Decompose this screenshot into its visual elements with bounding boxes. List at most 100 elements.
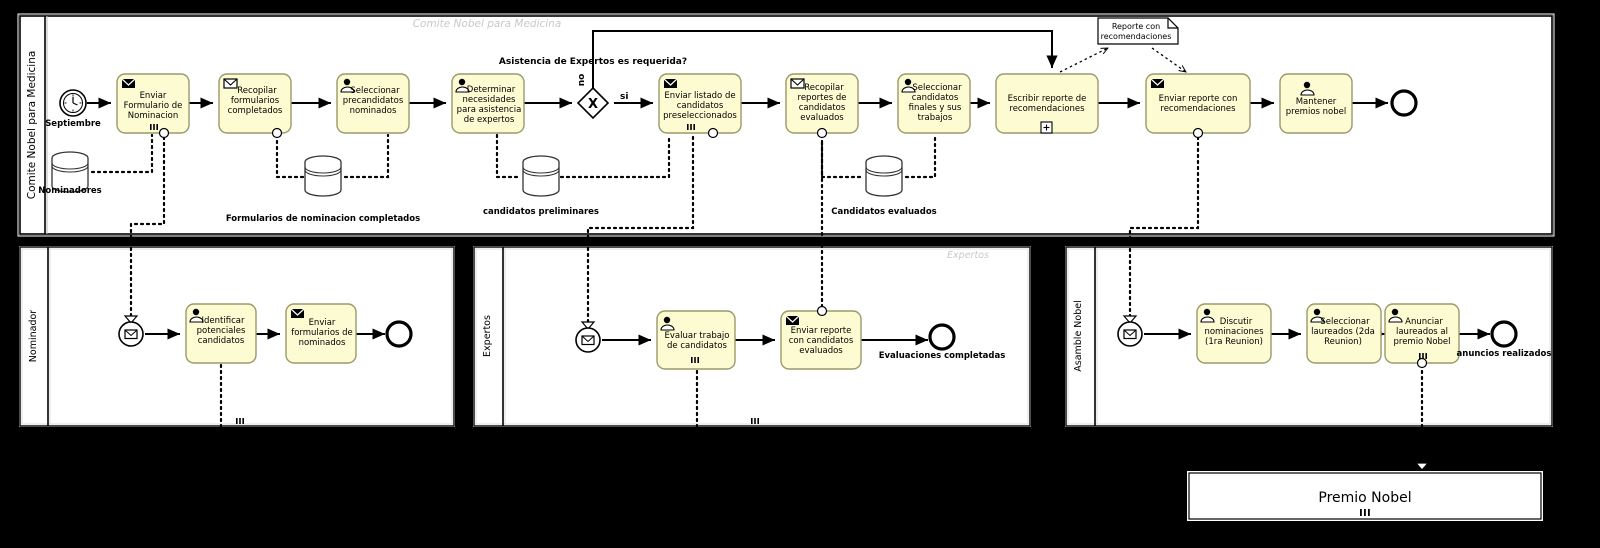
svg-text:nominados: nominados [299,338,346,348]
user-task-icon [1200,308,1215,323]
task-discutir-nominaciones-1ra-reunion[interactable]: Discutir nominaciones (1ra Reunion) [1196,303,1272,364]
message-start-event-asamble[interactable] [1117,321,1143,347]
message-start-event-nominador[interactable] [118,321,144,347]
message-boundary-event[interactable] [816,305,828,317]
message-flow-anunciar-to-premio [1414,430,1430,471]
receive-message-icon [223,78,238,89]
task-seleccionar-precandidatos-nominados[interactable]: Seleccionar precandidatos nominados [336,73,410,134]
pool-label-nominador: Nominador [28,310,39,362]
svg-text:finales y sus: finales y sus [909,103,962,113]
datastore-label-nominadores: Nominadores [38,186,101,196]
svg-text:completados: completados [228,106,283,116]
message-boundary-event[interactable] [158,127,170,139]
task-escribir-reporte-de-recomendaciones[interactable]: Escribir reporte de recomendaciones [995,73,1099,134]
start-event-label-septiembre: Septiembre [45,119,101,129]
parallel-multi-instance-icon [687,124,695,130]
task-seleccionar-candidatos-finales-y-sus-trabajos[interactable]: Seleccionar candidatos finales y sus tra… [897,73,971,134]
datastore-candidatos-preliminares: candidatos preliminares [483,155,599,217]
gateway-branch-label-si: si [620,92,628,102]
task-mantener-premios-nobel[interactable]: Mantener premios nobel [1279,73,1353,134]
task-anunciar-laureados-al-premio-nobel[interactable]: Anunciar laureados al premio Nobel [1384,303,1460,369]
svg-text:premio Nobel: premio Nobel [1393,337,1450,347]
svg-text:Seleccionar: Seleccionar [350,86,400,96]
message-boundary-event[interactable] [1416,357,1428,369]
gateway-symbol-x: X [588,97,598,112]
end-event-asamble[interactable]: anuncios realizados [1457,320,1552,359]
svg-text:formularios: formularios [231,96,280,106]
task-enviar-formulario-de-nominacion[interactable]: Enviar Formulario de Nominacion [116,73,190,139]
subprocess-plus-icon [1040,121,1053,134]
gateway-asistencia-expertos[interactable]: X Asistencia de Expertos es requerida? n… [499,57,687,120]
svg-text:recomendaciones: recomendaciones [1160,104,1236,114]
svg-text:necesidades: necesidades [463,95,517,105]
gateway-branch-label-no: no [577,74,587,87]
svg-text:nominaciones: nominaciones [1204,327,1264,337]
pool-header-title-comite: Comite Nobel para Medicina [413,18,562,30]
message-boundary-event[interactable] [816,127,828,139]
end-event-nominador[interactable] [385,320,413,348]
user-task-icon [901,78,916,93]
svg-text:Recopilar: Recopilar [237,86,277,96]
task-recopilar-formularios-completados[interactable]: Recopilar formularios completados [218,73,292,139]
svg-text:Seleccionar: Seleccionar [1320,317,1370,327]
send-message-icon [290,308,305,318]
end-event-comite[interactable] [1390,89,1418,117]
note-line-2: recomendaciones [1101,32,1172,41]
svg-text:Identificar: Identificar [202,316,245,326]
svg-text:premios nobel: premios nobel [1286,107,1346,117]
end-event-expertos[interactable]: Evaluaciones completadas [879,323,1006,361]
message-flow-arrowheads [123,315,1138,330]
gateway-label: Asistencia de Expertos es requerida? [499,57,687,67]
task-enviar-reporte-con-candidatos-evaluados[interactable]: Enviar reporte con candidatos evaluados [780,305,862,370]
message-boundary-event[interactable] [707,127,719,139]
datastore-label-candidatos-evaluados: Candidatos evaluados [831,207,937,217]
message-boundary-event[interactable] [1192,127,1204,139]
data-object-reporte-con-recomendaciones: Reporte con recomendaciones [1059,17,1186,72]
svg-text:Seleccionar: Seleccionar [912,83,962,93]
pool-label-asamble-nobel: Asamble Nobel [1073,300,1084,372]
task-seleccionar-laureados-2da-reunion[interactable]: Seleccionar laureados (2da Reunion) [1306,303,1382,364]
user-task-icon [340,78,355,93]
message-boundary-event[interactable] [271,127,283,139]
svg-text:evaluados: evaluados [800,113,844,123]
message-start-event-expertos[interactable] [575,327,601,353]
pool-premio-nobel: Premio Nobel [1185,430,1545,523]
user-task-icon [1388,308,1403,323]
datastore-candidatos-evaluados: Candidatos evaluados [831,155,937,217]
user-task-icon [1310,308,1325,323]
svg-text:Nominacion: Nominacion [128,111,178,121]
pool-label-comite-nobel: Comite Nobel para Medicina [26,51,38,200]
svg-text:Evaluar trabajo: Evaluar trabajo [665,331,730,341]
svg-text:para asistencia: para asistencia [457,105,522,115]
svg-text:candidatos: candidatos [912,93,959,103]
task-evaluar-trabajo-de-candidatos[interactable]: Evaluar trabajo de candidatos [656,310,736,370]
svg-text:reportes de: reportes de [798,93,847,103]
svg-text:nominados: nominados [350,106,397,116]
task-recopilar-reportes-de-candidatos-evaluados[interactable]: Recopilar reportes de candidatos evaluad… [785,73,859,139]
receive-message-icon [790,78,805,89]
svg-text:Enviar: Enviar [309,318,336,328]
note-line-1: Reporte con [1112,22,1160,31]
svg-text:Reunion): Reunion) [1324,337,1362,347]
svg-text:precandidatos: precandidatos [343,96,404,106]
timer-start-event-septiembre[interactable]: Septiembre [45,89,101,129]
svg-text:Enviar reporte con: Enviar reporte con [1159,94,1238,104]
svg-text:(1ra Reunion): (1ra Reunion) [1205,337,1263,347]
datastore-formularios-completados: Formularios de nominacion completados [226,155,420,224]
datastore-label-candidatos-preliminares: candidatos preliminares [483,207,599,217]
svg-text:Formulario de: Formulario de [124,101,183,111]
task-enviar-formularios-de-nominados[interactable]: Enviar formularios de nominados [285,303,357,364]
task-identificar-potenciales-candidatos[interactable]: Identificar potenciales candidatos [185,303,257,364]
message-flows [129,135,1424,432]
send-message-icon [663,78,678,88]
parallel-multi-instance-icon [1419,353,1427,359]
svg-text:Determinar: Determinar [467,85,516,95]
svg-text:evaluados: evaluados [799,346,843,356]
svg-text:de expertos: de expertos [464,115,515,125]
datastore-nominadores: Nominadores [38,151,102,196]
task-determinar-necesidades-para-asistencia-de-expertos[interactable]: Determinar necesidades para asistencia d… [451,73,525,134]
task-enviar-listado-de-candidatos-preseleccionados[interactable]: Enviar listado de candidatos preseleccio… [658,73,742,139]
user-task-icon [455,78,470,93]
task-enviar-reporte-con-recomendaciones[interactable]: Enviar reporte con recomendaciones [1145,73,1251,139]
